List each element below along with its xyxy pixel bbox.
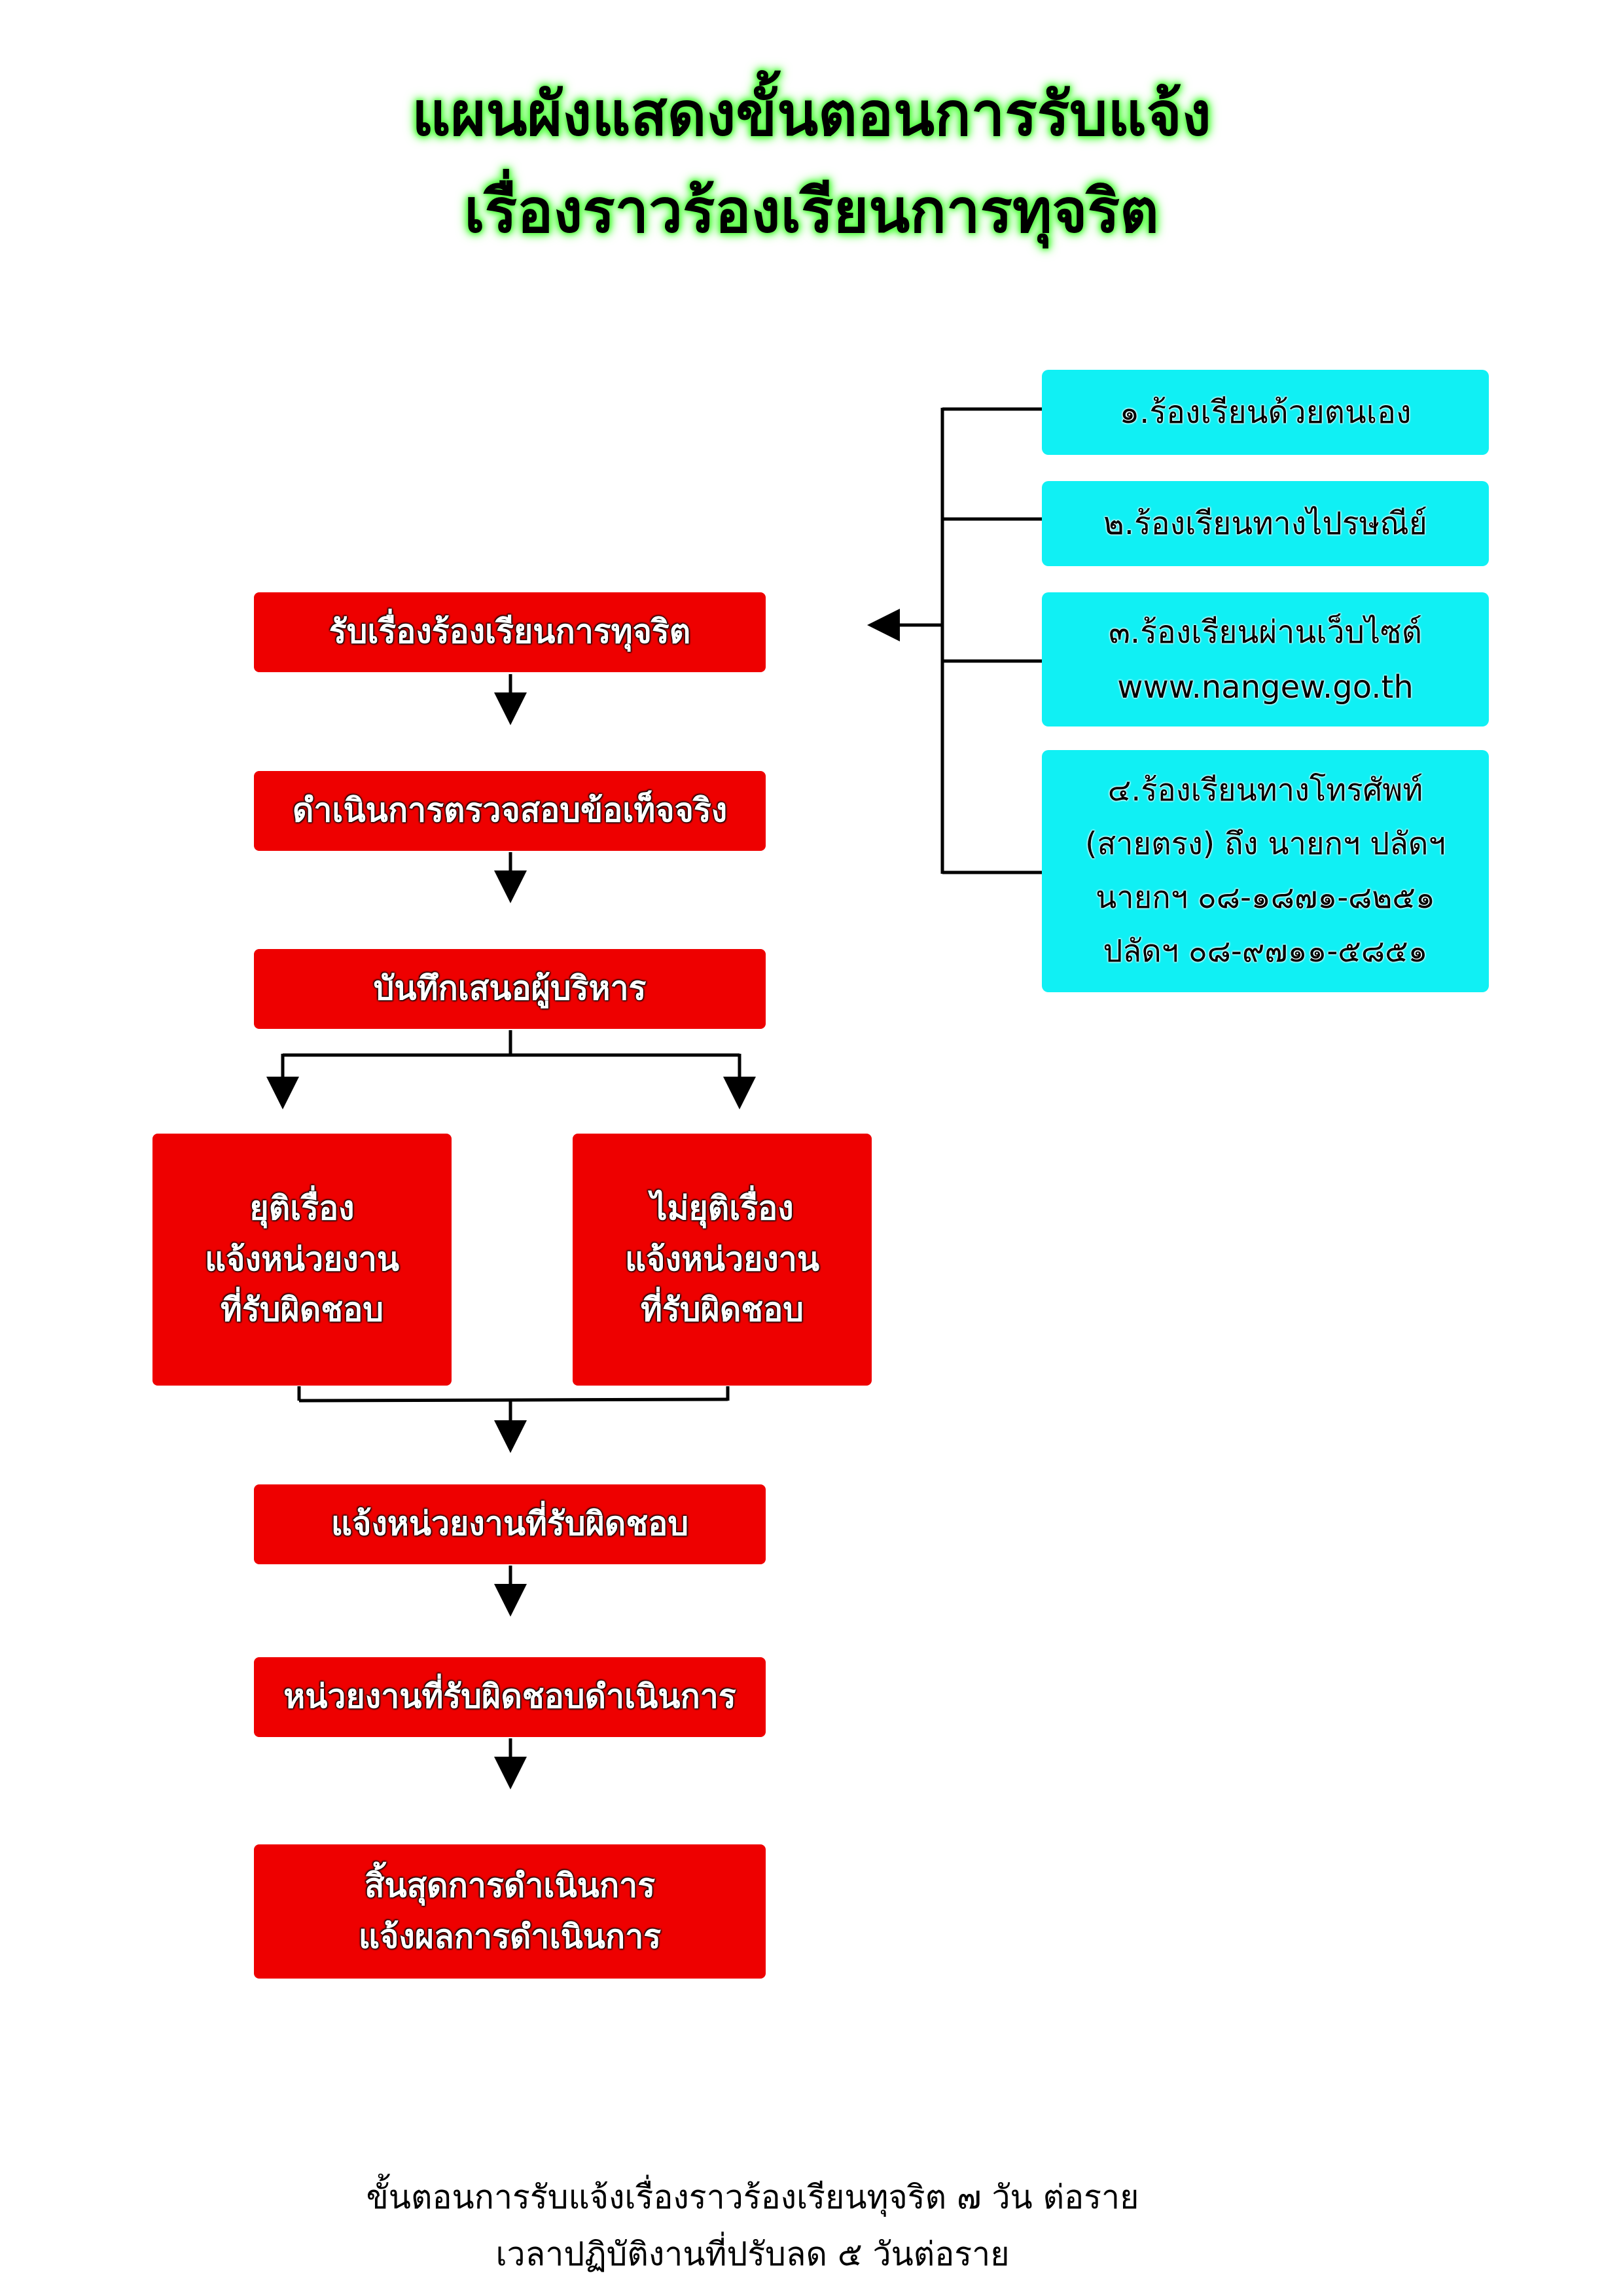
merge-horizontal — [298, 1397, 728, 1403]
channel-in-person-label: ๑.ร้องเรียนด้วยตนเอง — [1119, 394, 1412, 431]
step-notify-responsible-unit: แจ้งหน่วยงานที่รับผิดชอบ — [254, 1484, 766, 1564]
channel-website-label: ๓.ร้องเรียนผ่านเว็บไซต์ — [1109, 613, 1422, 651]
channel-phone: ๔.ร้องเรียนทางโทรศัพท์ (สายตรง) ถึง นายก… — [1042, 750, 1489, 992]
step-receive-complaint: รับเรื่องร้องเรียนการทุจริต — [254, 592, 766, 672]
step-resolved-label: ยุติเรื่อง — [249, 1189, 355, 1228]
step-memo-to-executive: บันทึกเสนอผู้บริหาร — [254, 949, 766, 1029]
step-unresolved-notify: แจ้งหน่วยงาน — [624, 1240, 820, 1278]
step-end-and-report: สิ้นสุดการดำเนินการ แจ้งผลการดำเนินการ — [254, 1844, 766, 1979]
channel-website-url: www.nangew.go.th — [1117, 668, 1414, 706]
step-investigate-facts: ดำเนินการตรวจสอบข้อเท็จจริง — [254, 771, 766, 851]
channel-post-label: ๒.ร้องเรียนทางไปรษณีย์ — [1103, 505, 1427, 542]
step-report-result-label: แจ้งผลการดำเนินการ — [358, 1917, 662, 1956]
channel-in-person: ๑.ร้องเรียนด้วยตนเอง — [1042, 370, 1489, 455]
step-resolved-notify: แจ้งหน่วยงาน — [204, 1240, 400, 1278]
step-unresolved: ไม่ยุติเรื่อง แจ้งหน่วยงาน ที่รับผิดชอบ — [573, 1134, 872, 1386]
step-notify-responsible-unit-label: แจ้งหน่วยงานที่รับผิดชอบ — [330, 1505, 689, 1543]
step-investigate-facts-label: ดำเนินการตรวจสอบข้อเท็จจริง — [292, 791, 728, 830]
footer-reduced-time: เวลาปฏิบัติงานที่ปรับลด ๕ วันต่อราย — [495, 2235, 1010, 2273]
step-unit-takes-action-label: หน่วยงานที่รับผิดชอบดำเนินการ — [283, 1677, 736, 1716]
step-memo-to-executive-label: บันทึกเสนอผู้บริหาร — [373, 969, 647, 1008]
page-title-line1: แผนผังแสดงขั้นตอนการรับแจ้ง — [412, 79, 1211, 149]
step-unresolved-responsible: ที่รับผิดชอบ — [640, 1291, 804, 1329]
step-unit-takes-action: หน่วยงานที่รับผิดชอบดำเนินการ — [254, 1657, 766, 1737]
channel-phone-clerk-number: ปลัดฯ ๐๘-๙๗๑๑-๕๘๕๑ — [1103, 933, 1428, 970]
footer-processing-time: ขั้นตอนการรับแจ้งเรื่องราวร้องเรียนทุจริ… — [366, 2178, 1139, 2216]
step-unresolved-label: ไม่ยุติเรื่อง — [651, 1189, 794, 1228]
step-resolved: ยุติเรื่อง แจ้งหน่วยงาน ที่รับผิดชอบ — [152, 1134, 452, 1386]
channel-website: ๓.ร้องเรียนผ่านเว็บไซต์ www.nangew.go.th — [1042, 592, 1489, 726]
step-end-label: สิ้นสุดการดำเนินการ — [364, 1867, 656, 1905]
step-resolved-responsible: ที่รับผิดชอบ — [220, 1291, 384, 1329]
step-receive-complaint-label: รับเรื่องร้องเรียนการทุจริต — [329, 613, 691, 651]
channel-phone-direct-line: (สายตรง) ถึง นายกฯ ปลัดฯ — [1085, 825, 1446, 862]
channel-phone-label: ๔.ร้องเรียนทางโทรศัพท์ — [1107, 772, 1423, 808]
page-title-line2: เรื่องราวร้องเรียนการทุจริต — [464, 176, 1159, 246]
channel-post: ๒.ร้องเรียนทางไปรษณีย์ — [1042, 481, 1489, 566]
channel-phone-mayor-number: นายกฯ ๐๘-๑๘๗๑-๘๒๕๑ — [1096, 880, 1435, 916]
